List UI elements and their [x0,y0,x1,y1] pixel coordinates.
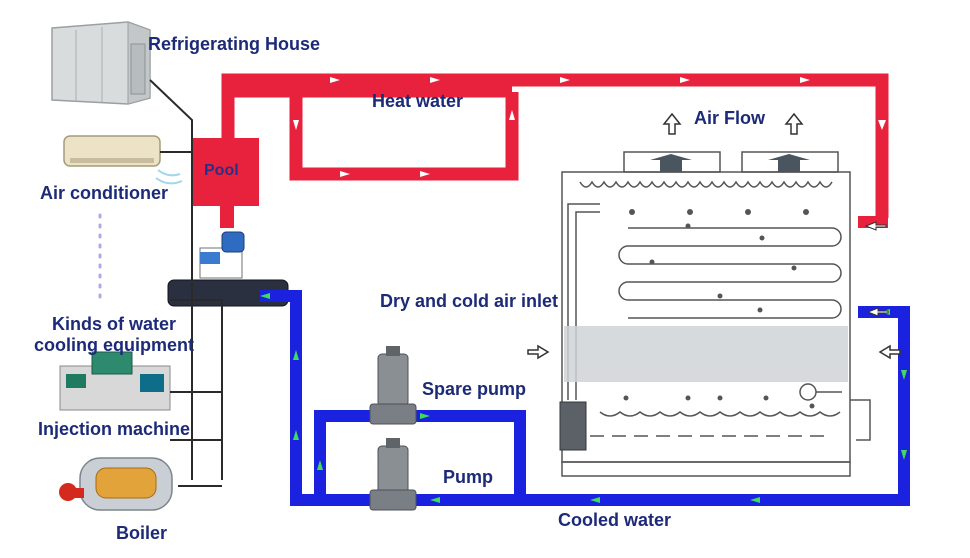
hot-water-pipe [221,73,889,218]
label-cooling-equipment: cooling equipment [34,335,194,355]
label-pump: Pump [443,467,494,487]
label-heat-water: Heat water [372,91,464,111]
label-dry-cold-air-inlet: Dry and cold air inlet [380,291,559,311]
label-spare-pump: Spare pump [422,379,527,399]
tower-pump [559,401,587,451]
equipment-connector-lines [149,79,223,487]
refrigerating-house-picture [51,21,151,105]
label-air-flow: Air Flow [694,108,765,128]
label-injection-machine: Injection machine [38,419,191,439]
label-refrigerating-house: Refrigerating House [148,34,321,54]
tower-fans [650,154,810,172]
cold-flow-arrows [260,293,907,503]
fill-media [564,326,848,382]
boiler-picture [59,457,173,511]
spare-pump-picture [369,346,417,425]
label-pool: Pool [204,162,239,179]
air-conditioner-picture [63,135,183,185]
inlet-arrows [864,221,889,317]
cooling-tower [561,151,871,477]
label-kinds-of-water: Kinds of water [52,314,177,334]
pump-picture [369,438,417,511]
injection-machine-picture [59,351,171,411]
label-cooled-water: Cooled water [558,510,672,530]
label-air-conditioner: Air conditioner [40,183,169,203]
air-flow-arrows [527,112,901,360]
spray-nozzles [623,209,815,409]
label-boiler: Boiler [116,523,168,543]
pool-tank [193,138,259,206]
hot-flow-arrows [236,77,886,177]
hot-water-inlet [858,180,888,228]
